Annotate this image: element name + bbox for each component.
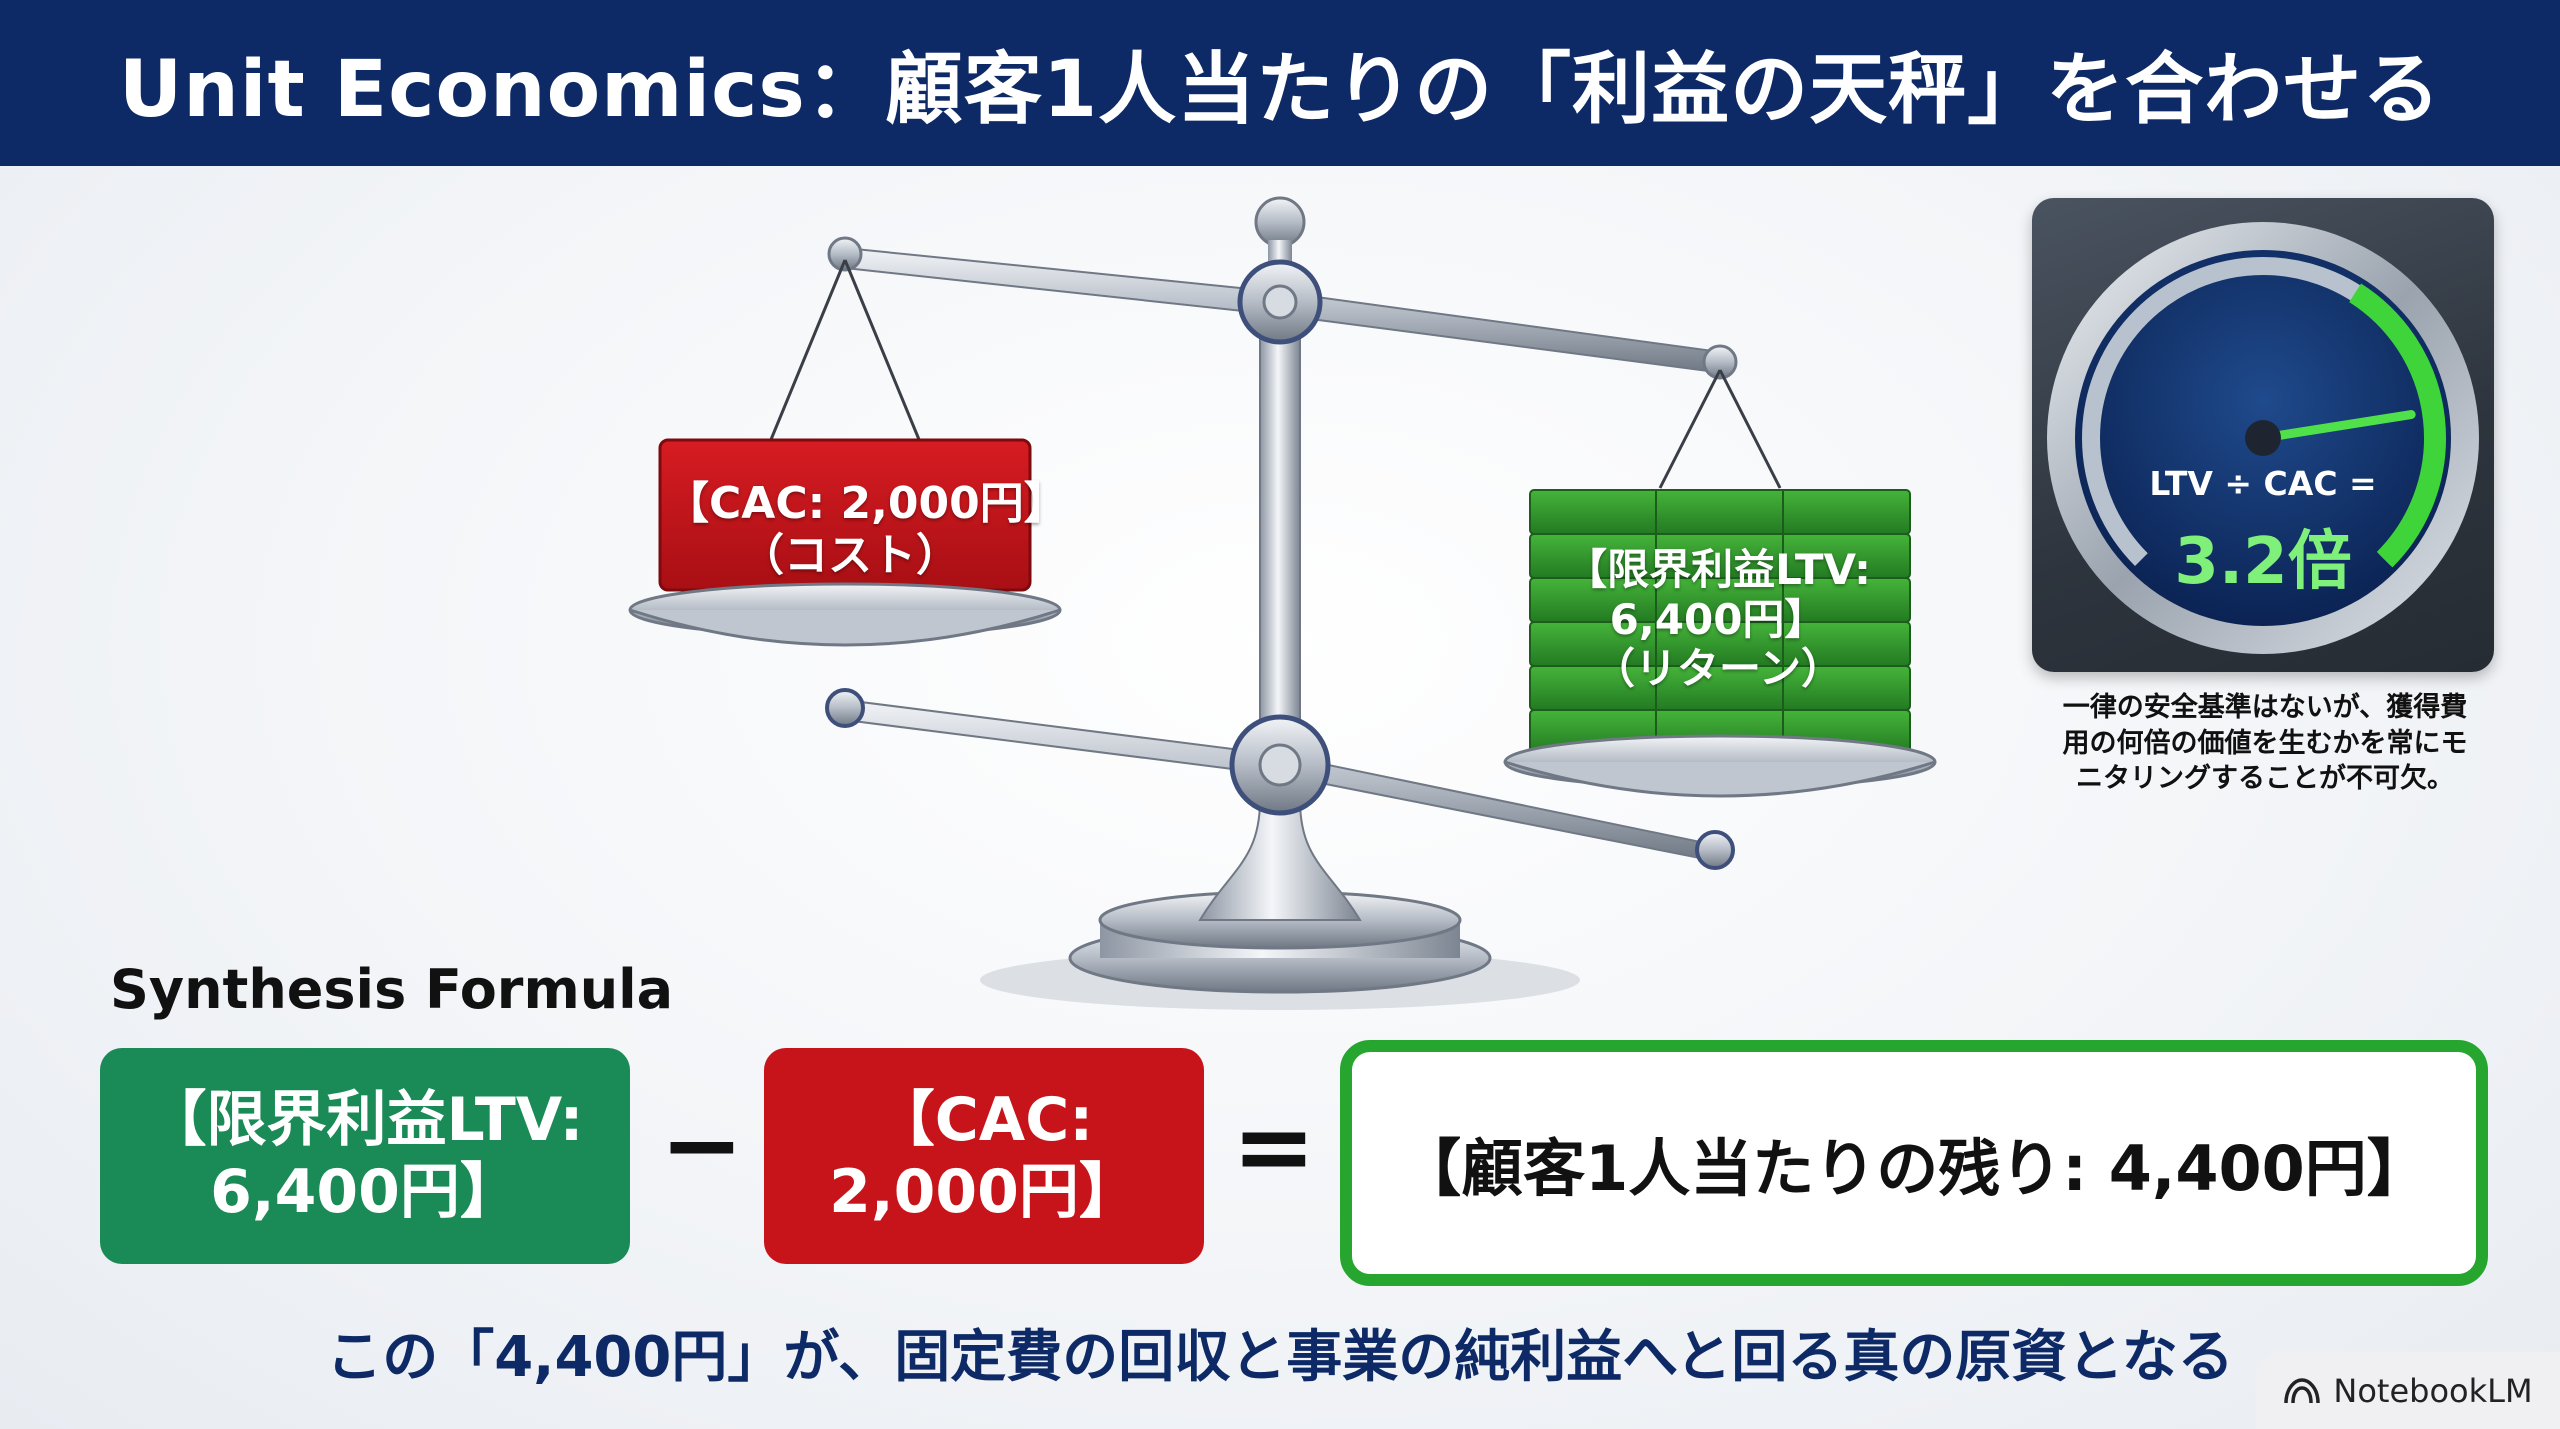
lower-beam-left-pin bbox=[825, 688, 865, 728]
gauge-note: 一律の安全基準はないが、獲得費 用の何倍の価値を生むかを常にモ ニタリングするこ… bbox=[2030, 690, 2500, 797]
formula-heading: Synthesis Formula bbox=[110, 958, 674, 1021]
gauge-formula: LTV ÷ CAC = bbox=[2149, 464, 2377, 503]
left-pan-bowl bbox=[629, 608, 1061, 647]
gauge-note-line-3: ニタリングすることが不可欠。 bbox=[2076, 763, 2454, 795]
gauge-value: 3.2倍 bbox=[2174, 525, 2352, 599]
gauge-note-line-1: 一律の安全基準はないが、獲得費 bbox=[2062, 692, 2468, 723]
conclusion-text: この「4,400円」が、固定費の回収と事業の純利益へと回る真の原資となる bbox=[326, 1325, 2234, 1390]
cac-block-label: 【CAC: 2,000円】 （コスト） bbox=[665, 478, 1068, 582]
gauge-note-line-2: 用の何倍の価値を生むかを常にモ bbox=[2062, 727, 2468, 759]
formula-ltv-line-1: 【限界利益LTV: bbox=[146, 1085, 584, 1155]
lower-beam-right-pin bbox=[1695, 830, 1735, 870]
left-string-a bbox=[768, 259, 847, 443]
formula-cac-line-2: 2,000円】 bbox=[829, 1157, 1139, 1227]
equals-operator: = bbox=[1232, 1088, 1316, 1205]
right-string-a bbox=[1658, 369, 1722, 489]
top-beam-left-pin bbox=[827, 236, 863, 272]
scale-base-neck bbox=[1198, 799, 1362, 921]
gauge-dial bbox=[2047, 222, 2479, 654]
gauge-needle bbox=[2258, 410, 2416, 443]
formula-ltv-line-2: 6,400円】 bbox=[210, 1157, 520, 1227]
cac-label-line-1: 【CAC: 2,000円】 bbox=[665, 478, 1068, 529]
left-string-b bbox=[843, 259, 922, 443]
ltv-cac-gauge-panel: LTV ÷ CAC = 3.2倍 bbox=[2032, 198, 2494, 672]
formula-ltv-box: 【限界利益LTV: 6,400円】 bbox=[100, 1048, 630, 1264]
top-beam-right-pin bbox=[1702, 344, 1738, 380]
ltv-label-line-3: （リターン） bbox=[1593, 644, 1843, 694]
gauge-hub bbox=[2245, 420, 2281, 456]
formula-cac-box: 【CAC: 2,000円】 bbox=[764, 1048, 1204, 1264]
brand-name: NotebookLM bbox=[2333, 1371, 2533, 1410]
right-pan-bowl bbox=[1504, 760, 1936, 798]
lower-pivot-center bbox=[1258, 743, 1302, 787]
notebooklm-badge: NotebookLM bbox=[2256, 1352, 2560, 1429]
scale-finial bbox=[1254, 196, 1306, 248]
balance-scale-illustration bbox=[628, 196, 1937, 1010]
notebooklm-logo-icon bbox=[2284, 1377, 2321, 1403]
cac-label-line-2: （コスト） bbox=[740, 529, 960, 581]
page-title: Unit Economics：顧客1人当たりの「利益の天秤」を合わせる bbox=[118, 45, 2442, 135]
formula-result-box: 【顧客1人当たりの残り: 4,400円】 bbox=[1340, 1040, 2488, 1286]
ltv-label-line-2: 6,400円】 bbox=[1609, 594, 1827, 644]
gauge-green-arc bbox=[2349, 283, 2446, 568]
ltv-stack-label: 【限界利益LTV: 6,400円】 （リターン） bbox=[1528, 545, 1908, 694]
ltv-label-line-1: 【限界利益LTV: bbox=[1565, 545, 1871, 594]
top-pivot-center bbox=[1262, 284, 1298, 320]
minus-operator: − bbox=[660, 1086, 744, 1203]
header-bar: Unit Economics：顧客1人当たりの「利益の天秤」を合わせる bbox=[0, 0, 2560, 166]
right-string-b bbox=[1718, 369, 1782, 489]
formula-cac-line-1: 【CAC: bbox=[874, 1085, 1094, 1155]
